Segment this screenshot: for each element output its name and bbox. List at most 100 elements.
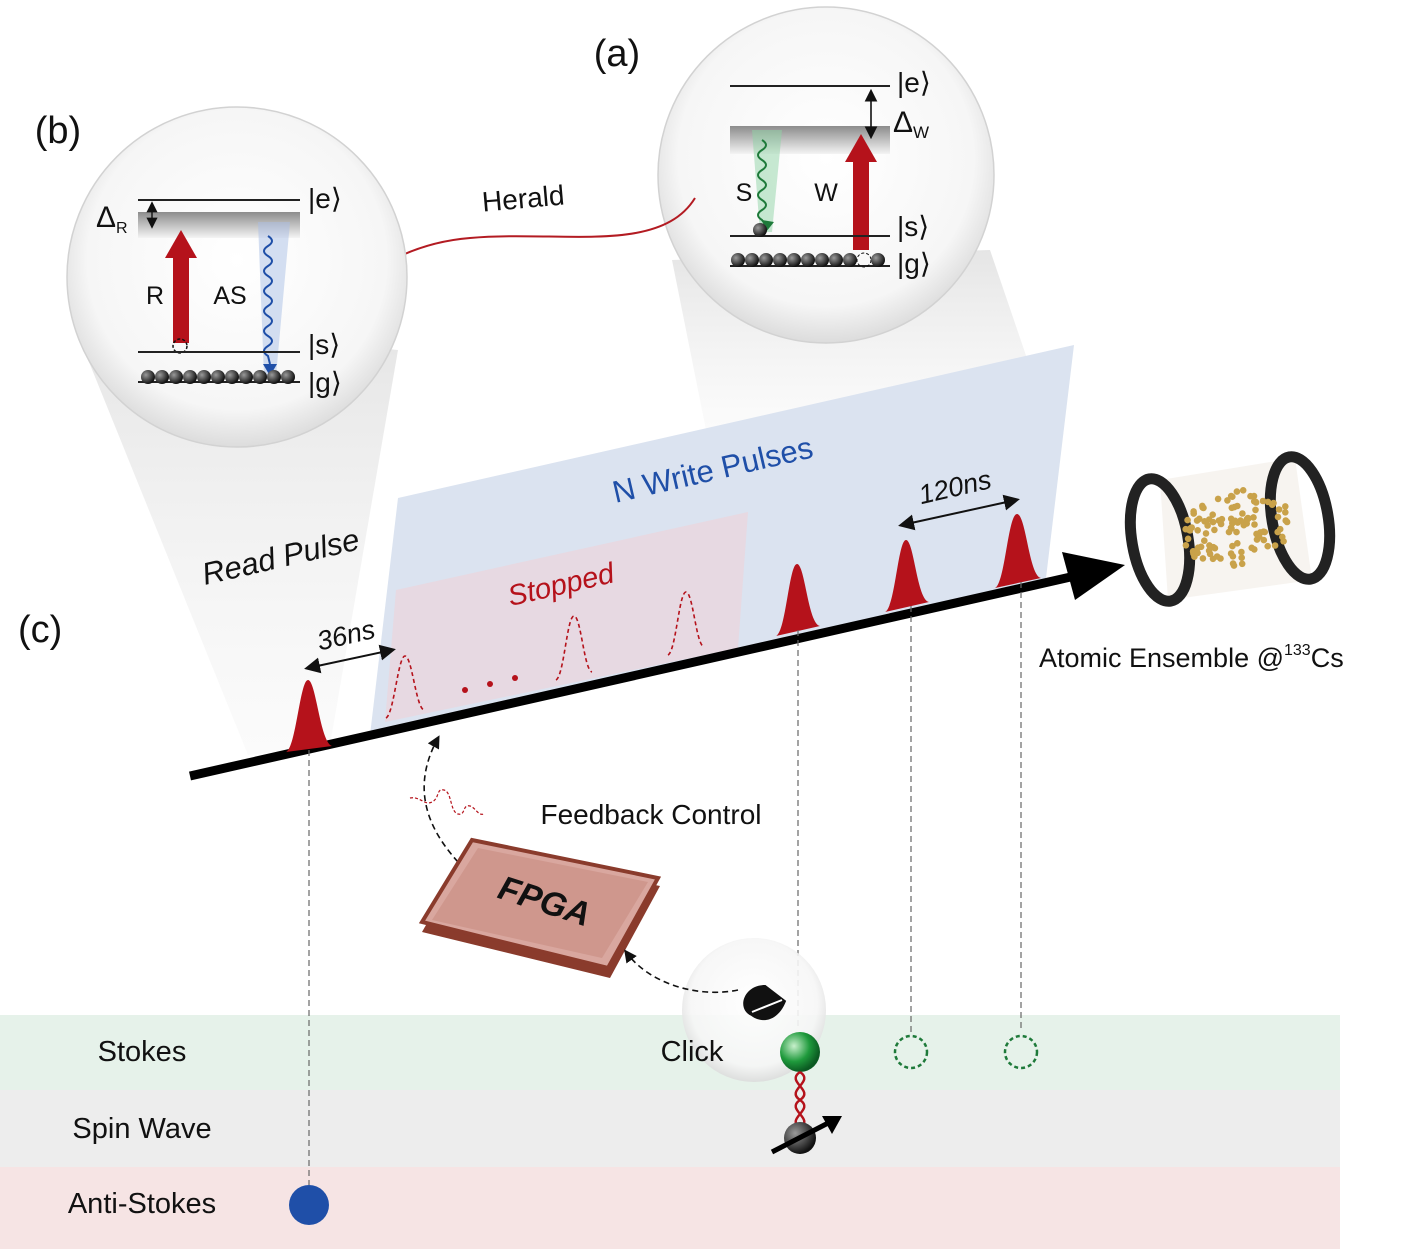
ensemble-atom <box>1260 536 1268 544</box>
ground-atom <box>253 370 267 384</box>
time-axis-arrowhead <box>1062 552 1125 600</box>
atomic-ensemble-cell <box>1124 451 1336 607</box>
feedback-signal-wave <box>409 789 485 815</box>
ensemble-atom <box>1251 521 1258 528</box>
stopped-pulse <box>667 591 705 656</box>
ground-atom <box>211 370 225 384</box>
ensemble-atom <box>1252 499 1260 506</box>
time-axis <box>189 571 1076 781</box>
panel-b-pump-label: R <box>146 282 164 310</box>
ellipsis-dot <box>487 681 493 687</box>
ensemble-atom <box>1209 518 1217 526</box>
ensemble-atom <box>1196 515 1203 523</box>
fpga-chip: FPGA <box>418 837 662 978</box>
spacing-arrow-36ns <box>304 644 396 674</box>
panel-a-atom <box>753 223 767 237</box>
panel-label-b: (b) <box>35 110 81 152</box>
panel-a-level-g: |g⟩ <box>897 248 931 279</box>
ground-atom <box>801 253 815 267</box>
stopped-band <box>385 512 748 722</box>
ensemble-atom <box>1244 514 1252 522</box>
spin-wave-band <box>0 1090 1340 1167</box>
panel-a-pump-label: W <box>814 179 838 207</box>
panel-a-circle <box>657 6 995 344</box>
panel-b-level-s: |s⟩ <box>308 329 340 360</box>
panel-a-level-s: |s⟩ <box>897 211 929 242</box>
stokes-empty-slot <box>1003 1034 1039 1070</box>
ground-atom <box>281 370 295 384</box>
panel-b-as-arrowhead <box>263 364 277 376</box>
ensemble-atom <box>1230 562 1238 569</box>
write-pulse <box>776 564 820 636</box>
panel-a-stokes-wave <box>757 139 769 229</box>
panel-a-ground-atoms <box>731 252 885 268</box>
ensemble-atom <box>1252 506 1259 514</box>
stokes-band <box>0 1015 1340 1090</box>
ensemble-atom <box>1206 542 1213 549</box>
feedback-arrow <box>423 735 459 863</box>
ensemble-atom <box>1275 506 1283 513</box>
panel-a-write-arrowhead <box>845 134 877 162</box>
panel-b-as-wave <box>263 235 273 365</box>
row-label-spin-wave: Spin Wave <box>72 1113 211 1145</box>
detector-icon <box>743 985 787 1021</box>
ensemble-atom <box>1239 487 1247 494</box>
ensemble-atom <box>1233 488 1241 495</box>
ensemble-atom <box>1199 555 1207 562</box>
ground-atom <box>141 370 155 384</box>
ensemble-atom <box>1264 542 1271 550</box>
panel-b-level-e: |e⟩ <box>308 183 342 214</box>
ground-atom <box>197 370 211 384</box>
ensemble-atom <box>1214 495 1222 503</box>
read-pulse <box>286 680 332 752</box>
ground-atom <box>169 370 183 384</box>
ensemble-atom <box>1224 497 1231 504</box>
ensemble-atom <box>1247 492 1254 500</box>
entanglement-link <box>794 1070 806 1130</box>
ground-atom <box>773 253 787 267</box>
panel-b-level-g: |g⟩ <box>308 367 342 398</box>
ensemble-atom <box>1274 528 1281 536</box>
ensemble-atom <box>1248 544 1255 552</box>
ground-atom <box>829 253 843 267</box>
ensemble-atom <box>1282 509 1289 516</box>
ensemble-atom <box>1194 527 1201 534</box>
ensemble-atom <box>1282 517 1289 524</box>
herald-label: Herald <box>481 180 566 218</box>
spin-arrow <box>770 1117 836 1155</box>
panel-a-level-e: |e⟩ <box>897 67 931 98</box>
row-label-anti-stokes: Anti-Stokes <box>68 1188 216 1220</box>
panel-b-detuning: ΔR <box>96 201 128 237</box>
ensemble-atom <box>1227 492 1235 500</box>
ensemble-atom <box>1243 520 1250 527</box>
ensemble-atom <box>1282 503 1289 510</box>
ensemble-atom <box>1231 503 1238 511</box>
ensemble-label: Atomic Ensemble @133Cs <box>1039 642 1344 673</box>
panel-a-detuning: ΔW <box>893 106 929 142</box>
stokes-photon <box>780 1032 820 1072</box>
panel-b-read-arrowhead <box>165 230 197 258</box>
ensemble-atom <box>1201 537 1208 544</box>
ground-atom <box>815 253 829 267</box>
ensemble-atom <box>1274 513 1282 521</box>
ensemble-atom <box>1268 501 1276 509</box>
panel-label-c: (c) <box>18 609 62 651</box>
ensemble-atom <box>1199 502 1206 510</box>
feedback-label: Feedback Control <box>540 799 761 830</box>
ground-atom <box>843 253 857 267</box>
ensemble-atom <box>1213 553 1221 560</box>
ensemble-atom <box>1217 520 1225 528</box>
ensemble-atom <box>1194 544 1202 551</box>
ensemble-atom <box>1234 519 1241 526</box>
stopped-pulse <box>555 615 593 681</box>
ensemble-atom <box>1250 514 1257 521</box>
ensemble-atom <box>1279 533 1286 541</box>
ensemble-atom <box>1194 549 1201 557</box>
row-label-stokes: Stokes <box>98 1036 187 1068</box>
panel-label-a: (a) <box>594 33 640 75</box>
ensemble-atom <box>1202 530 1210 537</box>
ensemble-atom <box>1271 542 1279 549</box>
panel-a-write-arrow-shaft <box>853 160 869 250</box>
